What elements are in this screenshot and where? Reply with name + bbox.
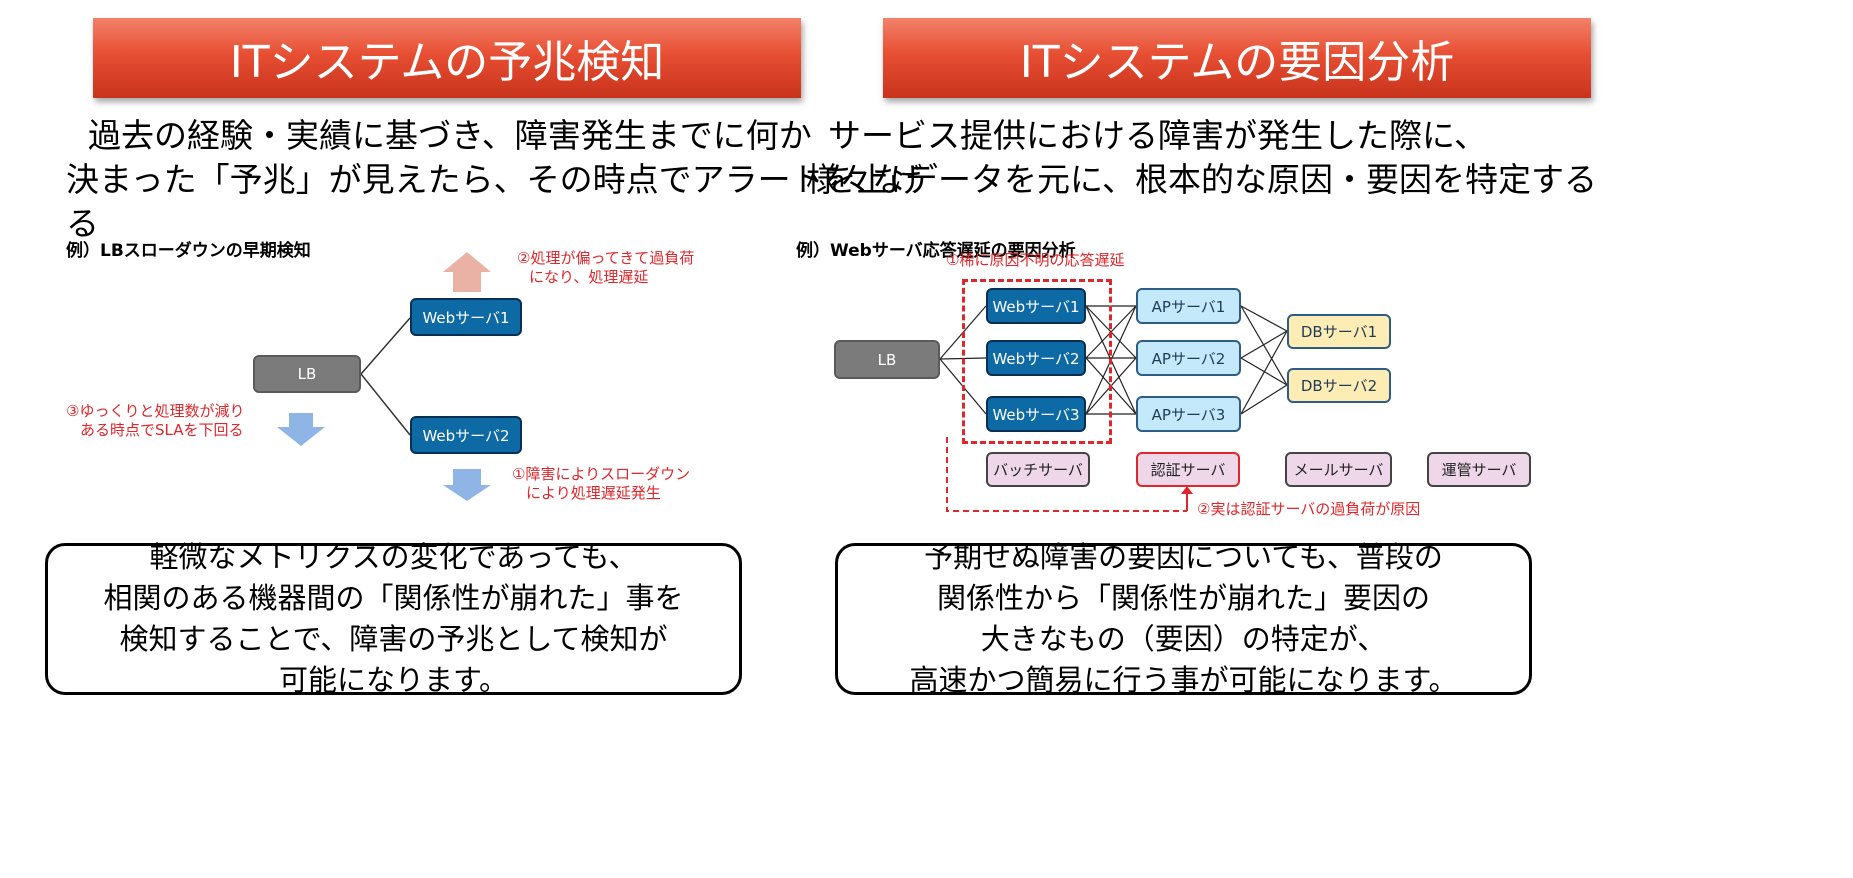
lb-web1-link <box>360 317 411 375</box>
batch-server-node: バッチサーバ <box>986 452 1090 487</box>
right-lb-node: LB <box>834 340 940 379</box>
left-lead-line-1: 過去の経験・実績に基づき、障害発生までに何か <box>88 116 812 155</box>
left-callout-line-3: 検知することで、障害の予兆として検知が <box>119 622 668 656</box>
right-example-label: 例）Webサーバ応答遅延の要因分析 <box>796 241 1076 261</box>
right-callout-line-1: 予期せぬ障害の要因についても、普段の <box>924 540 1443 574</box>
rare-delay-note: ①稀に原因不明の応答遅延 <box>946 251 1125 269</box>
overload-note-line-2: になり、処理遅延 <box>529 268 649 286</box>
left-lb-node: LB <box>253 355 361 393</box>
right-panel-title: ITシステムの要因分析 <box>883 18 1591 98</box>
right-web1-node: Webサーバ1 <box>986 288 1086 324</box>
ops-server-node: 運管サーバ <box>1427 452 1531 487</box>
slowdown-down-arrow-icon <box>443 469 491 501</box>
ap1-node: APサーバ1 <box>1136 288 1241 324</box>
right-callout-line-3: 大きなもの（要因）の特定が、 <box>980 622 1387 656</box>
left-callout-line-4: 可能になります。 <box>278 663 509 697</box>
right-lead-line-2: 様々なデータを元に、根本的な原因・要因を特定する <box>806 160 1598 199</box>
left-callout-line-2: 相関のある機器間の「関係性が崩れた」事を <box>103 581 684 615</box>
lb-web2-link <box>360 373 411 436</box>
mail-server-node: メールサーバ <box>1285 452 1392 487</box>
right-web3-node: Webサーバ3 <box>986 396 1086 432</box>
sla-note-line-1: ③ゆっくりと処理数が減り <box>66 402 245 420</box>
left-diagram-connectors <box>277 252 491 501</box>
left-callout-line-1: 軽微なメトリクスの変化であっても、 <box>149 540 638 574</box>
ap2-node: APサーバ2 <box>1136 340 1241 376</box>
cause-arrow-head-icon <box>1181 486 1193 494</box>
right-diagram-connectors <box>939 305 1288 512</box>
left-example-label: 例）LBスローダウンの早期検知 <box>66 241 311 261</box>
right-callout-line-4: 高速かつ簡易に行う事が可能になります。 <box>909 663 1458 697</box>
left-web2-node: Webサーバ2 <box>410 416 522 454</box>
db1-node: DBサーバ1 <box>1287 314 1391 349</box>
right-callout-line-2: 関係性から「関係性が崩れた」要因の <box>936 581 1430 615</box>
sla-down-arrow-icon <box>277 413 325 446</box>
sla-note-line-2: ある時点でSLAを下回る <box>80 421 244 439</box>
root-cause-note: ②実は認証サーバの過負荷が原因 <box>1197 500 1421 518</box>
sla-note: ③ゆっくりと処理数が減り ある時点でSLAを下回る <box>66 402 244 440</box>
right-lead-text: サービス提供における障害が発生した際に、 様々なデータを元に、根本的な原因・要因… <box>806 114 1597 202</box>
cause-link-line <box>946 437 1187 512</box>
overload-up-arrow-icon <box>443 252 491 292</box>
auth-server-node: 認証サーバ <box>1136 452 1240 487</box>
left-lead-line-2: 決まった「予兆」が見えたら、その時点でアラートを上げ <box>66 160 923 199</box>
slowdown-note-line-1: ①障害によりスローダウン <box>512 465 691 483</box>
right-web2-node: Webサーバ2 <box>986 340 1086 376</box>
overload-note-line-1: ②処理が偏ってきて過負荷 <box>517 249 695 267</box>
db2-node: DBサーバ2 <box>1287 368 1391 403</box>
slowdown-note: ①障害によりスローダウン により処理遅延発生 <box>512 465 690 503</box>
left-lead-text: 過去の経験・実績に基づき、障害発生までに何か 決まった「予兆」が見えたら、その時… <box>66 114 923 246</box>
slowdown-note-line-2: により処理遅延発生 <box>526 484 661 502</box>
left-panel-title: ITシステムの予兆検知 <box>93 18 801 98</box>
left-summary-callout: 軽微なメトリクスの変化であっても、 相関のある機器間の「関係性が崩れた」事を 検… <box>45 540 742 697</box>
web-cluster-highlight <box>962 279 1112 444</box>
right-summary-callout: 予期せぬ障害の要因についても、普段の 関係性から「関係性が崩れた」要因の 大きな… <box>835 540 1532 697</box>
left-lead-line-3: る <box>66 204 99 243</box>
overload-note: ②処理が偏ってきて過負荷 になり、処理遅延 <box>517 249 694 287</box>
left-web1-node: Webサーバ1 <box>410 298 522 336</box>
right-lead-line-1: サービス提供における障害が発生した際に、 <box>828 116 1488 155</box>
ap3-node: APサーバ3 <box>1136 396 1241 432</box>
